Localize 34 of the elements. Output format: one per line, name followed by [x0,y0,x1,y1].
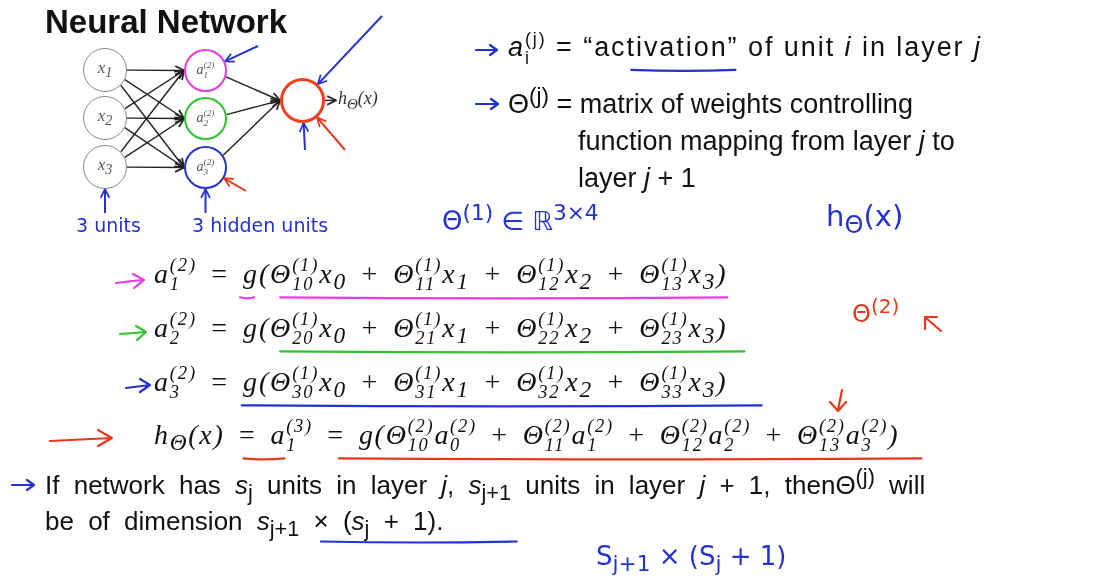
annotation-arrow [298,122,310,151]
annotation-arrow [224,45,259,63]
arrow [126,113,185,124]
output-node [280,78,325,123]
equation: h$_{Θ}$(x) = a$_{1}$$^{(3)}$ = g(Θ$_{10}$$^{(2)}$a$_{0}$$^{(2)}$ + Θ$_{11}$$^{(2)}$a$_{1}$$^{(2)}$ + Θ$_{12}$$^{(2)}$a$_{2}$$^{(2)}$ + Θ$_{13}$$^{(2)}$a$_{3}$$^{(2)}$) [154,417,900,456]
handwritten-note: S$_{j+1}$ × (S$_{j}$ + 1) [596,541,787,577]
handwritten-note: 3 hidden units [192,214,329,236]
arrow [124,127,185,169]
annotation-arrow [200,188,211,214]
title: Neural Network [45,3,288,41]
arrow [225,97,281,116]
handwritten-note: Θ$^{(1)}$ ∈ ℝ$^{3×4}$ [442,200,599,236]
definition-text: Θ$^{(j)}$ = matrix of weights controlling function mapping from layer j to layer j + 1 [508,86,956,195]
output-label: h$_{Θ}$(x) [338,88,378,113]
annotation-arrow [316,15,383,86]
handwritten-note: 3 units [76,214,141,236]
annotation-arrow [316,116,346,151]
arrow [124,78,185,120]
annotation-arrow [223,177,247,192]
arrow [124,117,185,159]
arrow [120,69,185,153]
equation: a$_{1}$$^{(2)}$ = g(Θ$_{10}$$^{(1)}$x$_{0}$ + Θ$_{11}$$^{(1)}$x$_{1}$ + Θ$_{12}$$^{(1)}$x$_{2}$ + Θ$_{13}$$^{(1)}$x$_{3}$) [154,256,728,295]
handwritten-note: Θ$^{(2)}$ [852,294,900,328]
arrow [124,69,185,110]
definition-text: a$_{i}$$^{(j)}$ = “activation” of unit i in layer j [508,30,982,68]
equation: a$_{2}$$^{(2)}$ = g(Θ$_{20}$$^{(1)}$x$_{0}$ + Θ$_{21}$$^{(1)}$x$_{1}$ + Θ$_{22}$$^{(1)}$x$_{2}$ + Θ$_{23}$$^{(1)}$x$_{3}$) [154,310,728,349]
arrow [225,76,281,102]
arrow [222,99,281,156]
arrow [324,95,337,106]
handwritten-note: h$_{Θ}$(x) [826,199,904,239]
body-text: If network has s$_{j}$ units in layer j, s$_{j+1}$ units in layer j+ 1, thenΘ$^{(j)}$ will be of dimension s$_{j+1}$ × (s$_{j}$ + 1). [45,467,927,539]
equation: a$_{3}$$^{(2)}$ = g(Θ$_{30}$$^{(1)}$x$_{0}$ + Θ$_{31}$$^{(1)}$x$_{1}$ + Θ$_{32}$$^{(1)}$x$_{2}$ + Θ$_{33}$$^{(1)}$x$_{3}$) [154,364,728,403]
annotation-arrow [99,188,111,214]
arrow [126,162,185,173]
